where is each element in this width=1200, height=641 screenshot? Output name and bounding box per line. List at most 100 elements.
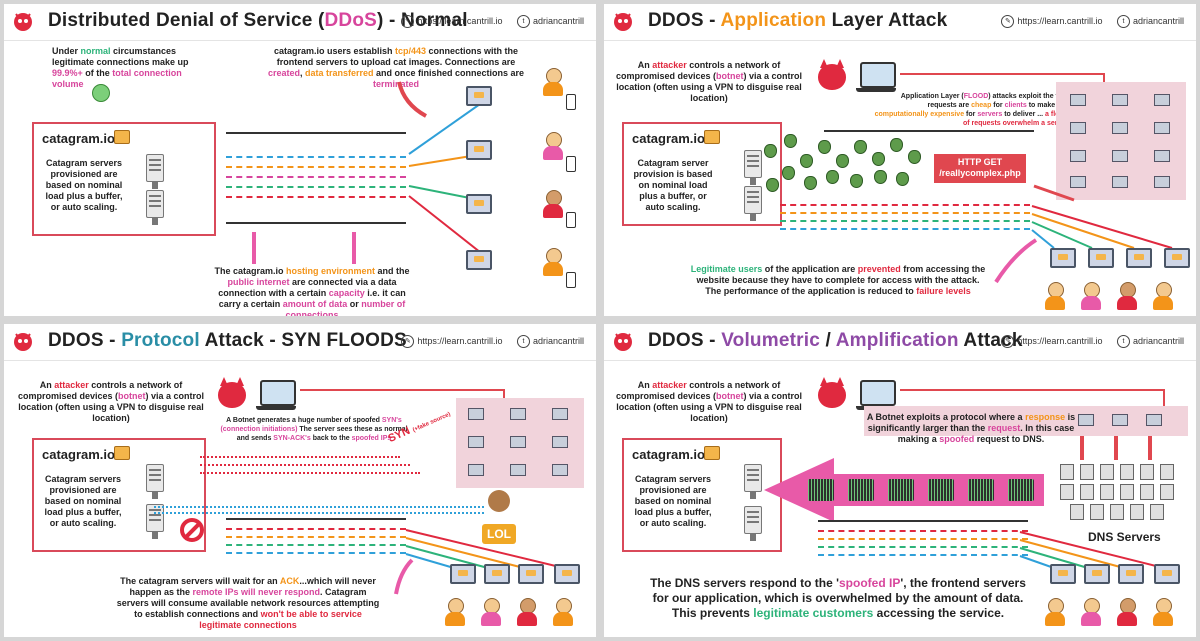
flow-green (780, 220, 1030, 222)
computer-icon (518, 564, 544, 584)
user-avatar (480, 598, 502, 626)
bot-computer-icon (1154, 94, 1170, 106)
twitter-link[interactable]: adriancantrill (532, 15, 584, 26)
syn-ack-line (200, 472, 420, 474)
grenade-icon (800, 154, 813, 168)
normal-note: Under normal circumstances legitimate co… (52, 46, 189, 89)
cantrill-logo (612, 330, 634, 352)
site-link[interactable]: https://learn.cantrill.io (1017, 335, 1103, 346)
dns-server-icon (1080, 464, 1094, 480)
bot-computer-icon (1070, 94, 1086, 106)
grenade-icon (764, 144, 777, 158)
user-avatar (542, 248, 564, 276)
user-avatar (542, 132, 564, 160)
grenade-icon (826, 170, 839, 184)
panel-protocol-attack: DDOS - Protocol Attack - SYN FLOODS ✎htt… (4, 324, 596, 637)
title-accent: DDoS (324, 10, 378, 31)
bot-computer-icon (510, 436, 526, 448)
grenade-icon (818, 140, 831, 154)
web-icon: ✎ (1001, 335, 1015, 348)
lol-badge: LOL (482, 524, 516, 544)
site-link[interactable]: https://learn.cantrill.io (1017, 15, 1103, 26)
server-icon (744, 464, 762, 499)
user-avatar (1116, 598, 1138, 626)
dns-server-icon (1120, 484, 1134, 500)
dns-server-icon (1060, 484, 1074, 500)
server-icon (744, 186, 762, 221)
server-icon (744, 506, 762, 541)
flow-red (780, 204, 1030, 206)
dns-server-icon (1060, 464, 1074, 480)
twitter-link[interactable]: adriancantrill (532, 335, 584, 346)
botnet-note: A Botnet generates a huge number of spoo… (220, 417, 408, 442)
user-avatar (542, 190, 564, 218)
grenade-icon (766, 178, 779, 192)
bot-computer-icon (1112, 414, 1128, 426)
servers-note: Catagram servers provisioned are based o… (634, 474, 712, 528)
twitter-link[interactable]: adriancantrill (1132, 335, 1184, 346)
checkmark-icon (92, 84, 110, 102)
bot-computer-icon (1070, 176, 1086, 188)
bot-computer-icon (510, 408, 526, 420)
site-link[interactable]: https://learn.cantrill.io (417, 15, 503, 26)
bot-computer-icon (1154, 150, 1170, 162)
computer-icon (450, 564, 476, 584)
catagram-box: catagram.io Catagram servers provisioned… (32, 438, 206, 552)
flow-pink (226, 176, 406, 178)
syn-line (154, 512, 484, 514)
flow-green (226, 544, 406, 546)
syn-ack-line (200, 456, 400, 458)
dns-server-icon (1160, 464, 1174, 480)
servers-note: Catagram servers provisioned are based o… (44, 474, 122, 528)
panel-header: DDOS - Volumetric / Amplification Attack… (604, 324, 1196, 361)
site-name: catagram.io (42, 131, 115, 146)
data-block-icon (928, 479, 954, 501)
user-avatar (1080, 282, 1102, 310)
laptop-icon (256, 380, 296, 410)
grenade-icon (836, 154, 849, 168)
servers-note: Catagram server provision is based on no… (633, 158, 713, 212)
page-title: DDOS - Volumetric / Amplification Attack (648, 330, 1023, 351)
computer-icon (1164, 248, 1190, 268)
flow-orange (226, 166, 406, 168)
site-name: catagram.io (632, 447, 705, 462)
computer-icon (466, 194, 492, 214)
dns-server-icon (1080, 484, 1094, 500)
web-icon: ✎ (401, 15, 415, 28)
bot-computer-icon (1070, 122, 1086, 134)
computer-icon (1118, 564, 1144, 584)
bot-computer-icon (1112, 94, 1128, 106)
link-top (226, 518, 406, 520)
data-block-icon (888, 479, 914, 501)
twitter-link[interactable]: adriancantrill (1132, 15, 1184, 26)
server-icon (744, 150, 762, 185)
grenade-icon (850, 174, 863, 188)
bot-computer-icon (1078, 414, 1094, 426)
bot-computer-icon (510, 464, 526, 476)
cat-icon (704, 130, 720, 144)
cat-icon (704, 446, 720, 460)
page-title: Distributed Denial of Service (DDoS) - N… (48, 10, 468, 32)
attacker-note: An attacker controls a network of compro… (17, 380, 205, 423)
twitter-icon: t (1116, 335, 1130, 348)
panel-application-layer: DDOS - Application Layer Attack ✎https:/… (604, 4, 1196, 316)
phone-icon (566, 156, 576, 172)
users-note: catagram.io users establish tcp/443 conn… (267, 46, 525, 89)
computer-icon (484, 564, 510, 584)
computer-icon (1050, 248, 1076, 268)
panel-volumetric-attack: DDOS - Volumetric / Amplification Attack… (604, 324, 1196, 637)
dns-server-icon (1160, 484, 1174, 500)
phone-icon (566, 272, 576, 288)
cantrill-logo (612, 10, 634, 32)
flow-blue (226, 552, 406, 554)
panel-normal: Distributed Denial of Service (DDoS) - N… (4, 4, 596, 316)
catagram-box: catagram.io Catagram server provision is… (622, 122, 782, 226)
bot-computer-icon (1146, 414, 1162, 426)
site-link[interactable]: https://learn.cantrill.io (417, 335, 503, 346)
flow-orange (780, 212, 1030, 214)
dns-servers-label: DNS Servers (1088, 530, 1161, 544)
flow-red (226, 528, 406, 530)
attacker-devil-icon (218, 377, 246, 408)
